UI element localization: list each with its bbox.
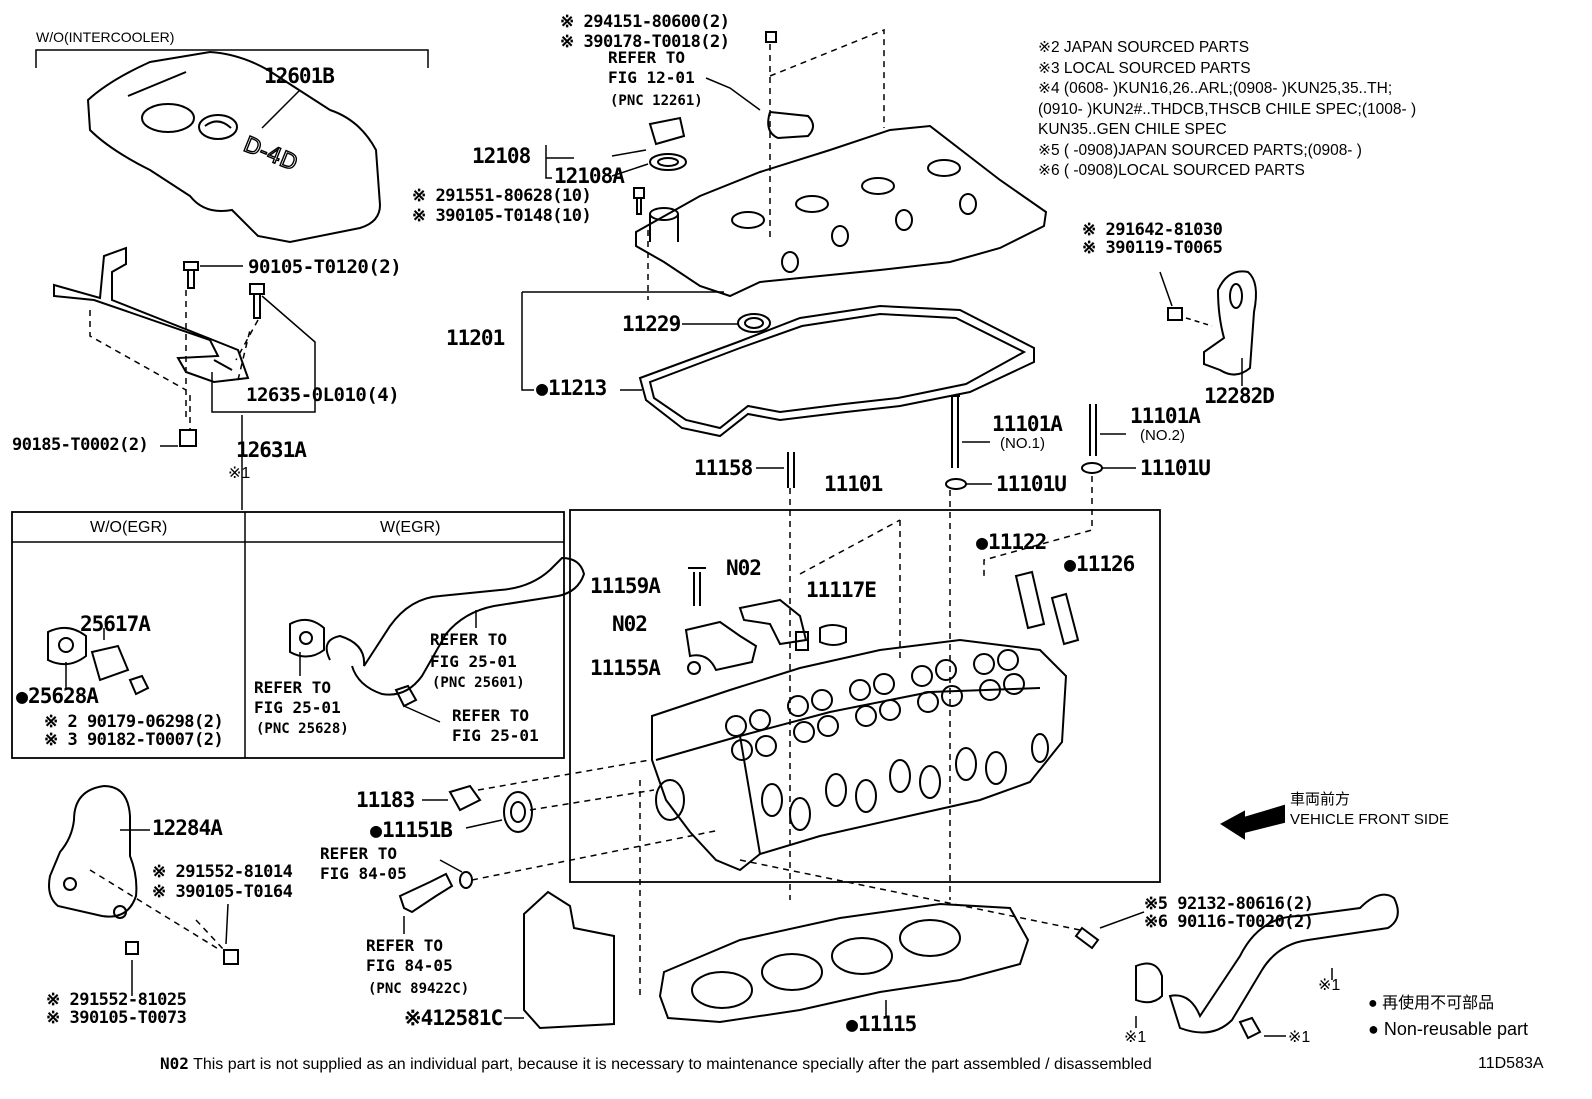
front-side-jp: 車両前方 bbox=[1290, 791, 1351, 808]
refer-to-label-84a: REFER TO bbox=[320, 844, 398, 863]
part-25628a[interactable]: 25628A bbox=[16, 686, 99, 707]
part-11115[interactable]: 11115 bbox=[846, 1014, 917, 1035]
part-11183[interactable]: 11183 bbox=[356, 788, 415, 812]
legend-notes: ※2 JAPAN SOURCED PARTS ※3 LOCAL SOURCED … bbox=[1038, 38, 1416, 182]
part-11101a-no2[interactable]: 11101A bbox=[1130, 404, 1201, 428]
fig-84-05-link-b[interactable]: FIG 84-05 bbox=[366, 956, 453, 975]
part-11213[interactable]: 11213 bbox=[536, 378, 607, 399]
part-11101u-2[interactable]: 11101U bbox=[1140, 456, 1211, 480]
part-390178-t0018[interactable]: ※ 390178-T0018(2) bbox=[560, 32, 730, 52]
part-11101[interactable]: 11101 bbox=[824, 472, 883, 496]
front-side-en: VEHICLE FRONT SIDE bbox=[1290, 811, 1449, 828]
legend-note-3: ※4 (0608- )KUN16,26..ARL;(0908- )KUN25,3… bbox=[1038, 80, 1393, 97]
legend-note-7: ※6 ( -0908)LOCAL SOURCED PARTS bbox=[1038, 162, 1305, 179]
note-ref-1-top: ※1 bbox=[228, 465, 251, 482]
label-no2: (NO.2) bbox=[1140, 427, 1185, 444]
bracket-12631a-shape bbox=[53, 246, 250, 384]
part-90179-06298[interactable]: ※ 2 90179-06298(2) bbox=[44, 712, 224, 732]
refer-to-label-84b: REFER TO bbox=[366, 936, 444, 955]
part-12631a[interactable]: 12631A bbox=[236, 438, 307, 462]
non-reusable-dot-icon: ● bbox=[1368, 1019, 1379, 1039]
note-ref-1-a: ※1 bbox=[1318, 977, 1341, 994]
non-reusable-dot-icon: ● bbox=[1368, 995, 1378, 1012]
cylinder-head-shape bbox=[651, 638, 1068, 872]
fig-12-01-link[interactable]: FIG 12-01 bbox=[608, 68, 695, 87]
part-11126[interactable]: 11126 bbox=[1064, 554, 1135, 575]
part-291552-81025[interactable]: ※ 291552-81025 bbox=[46, 990, 187, 1010]
part-390105-t0164[interactable]: ※ 390105-T0164 bbox=[152, 882, 293, 902]
part-11117e[interactable]: 11117E bbox=[806, 578, 877, 602]
part-25617a[interactable]: 25617A bbox=[80, 612, 151, 636]
part-12108a[interactable]: 12108A bbox=[554, 164, 625, 188]
legend-note-2: ※3 LOCAL SOURCED PARTS bbox=[1038, 59, 1251, 77]
part-390105-t0148[interactable]: ※ 390105-T0148(10) bbox=[412, 206, 592, 226]
refer-to-label-25c: REFER TO bbox=[452, 706, 530, 725]
part-90182-t0007[interactable]: ※ 3 90182-T0007(2) bbox=[44, 730, 224, 750]
part-11101u-1[interactable]: 11101U bbox=[996, 472, 1067, 496]
footer-note: N02 This part is not supplied as an indi… bbox=[160, 1056, 1152, 1073]
pnc-25601: (PNC 25601) bbox=[432, 675, 525, 691]
part-11101a-no1[interactable]: 11101A bbox=[992, 412, 1063, 436]
part-11122[interactable]: 11122 bbox=[976, 532, 1047, 553]
part-12282d[interactable]: 12282D bbox=[1204, 384, 1275, 408]
part-12635-0l010[interactable]: 12635-0L010(4) bbox=[246, 384, 400, 406]
fig-84-05-link-a[interactable]: FIG 84-05 bbox=[320, 864, 407, 883]
diagram-id: 11D583A bbox=[1478, 1055, 1544, 1072]
refer-to-label-25b: REFER TO bbox=[254, 678, 332, 697]
footer-n02-code: N02 bbox=[160, 1054, 189, 1073]
part-11151b[interactable]: 11151B bbox=[370, 820, 453, 841]
note-ref-1-b: ※1 bbox=[1124, 1029, 1147, 1046]
refer-to-label-12: REFER TO bbox=[608, 48, 686, 67]
legend-note-6: ※5 ( -0908)JAPAN SOURCED PARTS;(0908- ) bbox=[1038, 141, 1362, 159]
part-291552-81014[interactable]: ※ 291552-81014 bbox=[152, 862, 293, 882]
label-no1: (NO.1) bbox=[1000, 435, 1045, 452]
refer-to-label-25a: REFER TO bbox=[430, 630, 508, 649]
section-label-wo-intercooler: W/O(INTERCOOLER) bbox=[36, 29, 175, 45]
part-12284a[interactable]: 12284A bbox=[152, 816, 223, 840]
part-390119-t0065[interactable]: ※ 390119-T0065 bbox=[1082, 238, 1223, 258]
part-n02-b[interactable]: N02 bbox=[612, 612, 648, 636]
pnc-89422c: (PNC 89422C) bbox=[368, 981, 470, 997]
part-294151-80600[interactable]: ※ 294151-80600(2) bbox=[560, 12, 730, 32]
part-92132-80616[interactable]: ※5 92132-80616(2) bbox=[1144, 894, 1314, 914]
note-ref-1-c: ※1 bbox=[1288, 1029, 1311, 1046]
part-90185-t0002[interactable]: 90185-T0002(2) bbox=[12, 435, 149, 455]
part-11201[interactable]: 11201 bbox=[446, 326, 505, 350]
cylinder-head-cover-shape bbox=[635, 111, 1048, 298]
part-11229[interactable]: 11229 bbox=[622, 312, 681, 336]
footer-note-text: This part is not supplied as an individu… bbox=[193, 1056, 1152, 1073]
non-reusable-legend-jp: ● 再使用不可部品 bbox=[1368, 996, 1494, 1012]
part-n02-a[interactable]: N02 bbox=[726, 556, 762, 580]
part-90116-t0020[interactable]: ※6 90116-T0020(2) bbox=[1144, 912, 1314, 932]
part-12108[interactable]: 12108 bbox=[472, 144, 531, 168]
part-12601b[interactable]: 12601B bbox=[264, 64, 335, 88]
non-reusable-legend-en: ● Non-reusable part bbox=[1368, 1020, 1528, 1038]
part-11158[interactable]: 11158 bbox=[694, 456, 753, 480]
part-11155a[interactable]: 11155A bbox=[590, 656, 661, 680]
non-reusable-jp-label: 再使用不可部品 bbox=[1382, 995, 1495, 1012]
legend-note-4: (0910- )KUN2#..THDCB,THSCB CHILE SPEC;(1… bbox=[1038, 100, 1417, 118]
fig-25-01-link-a[interactable]: FIG 25-01 bbox=[430, 652, 517, 671]
svg-text:D-4D: D-4D bbox=[240, 132, 301, 176]
non-reusable-en-label: Non-reusable part bbox=[1383, 1019, 1528, 1039]
part-291551-80628[interactable]: ※ 291551-80628(10) bbox=[412, 186, 592, 206]
part-291642-81030[interactable]: ※ 291642-81030 bbox=[1082, 220, 1223, 240]
part-90105-t0120[interactable]: 90105-T0120(2) bbox=[248, 256, 402, 278]
fig-25-01-link-b[interactable]: FIG 25-01 bbox=[254, 698, 341, 717]
section-label-wo-egr: W/O(EGR) bbox=[90, 519, 168, 536]
fig-25-01-link-c[interactable]: FIG 25-01 bbox=[452, 726, 539, 745]
pnc-12261: (PNC 12261) bbox=[610, 93, 703, 109]
pnc-25628: (PNC 25628) bbox=[256, 721, 349, 737]
legend-note-1: ※2 JAPAN SOURCED PARTS bbox=[1038, 39, 1250, 56]
engine-cover-shape: D-4D bbox=[86, 50, 382, 244]
legend-note-5: KUN35..GEN CHILE SPEC bbox=[1038, 121, 1227, 138]
part-390105-t0073[interactable]: ※ 390105-T0073 bbox=[46, 1008, 187, 1028]
part-11159a[interactable]: 11159A bbox=[590, 574, 661, 598]
part-12581c[interactable]: ※412581C bbox=[404, 1006, 503, 1030]
section-label-w-egr: W(EGR) bbox=[380, 519, 441, 536]
